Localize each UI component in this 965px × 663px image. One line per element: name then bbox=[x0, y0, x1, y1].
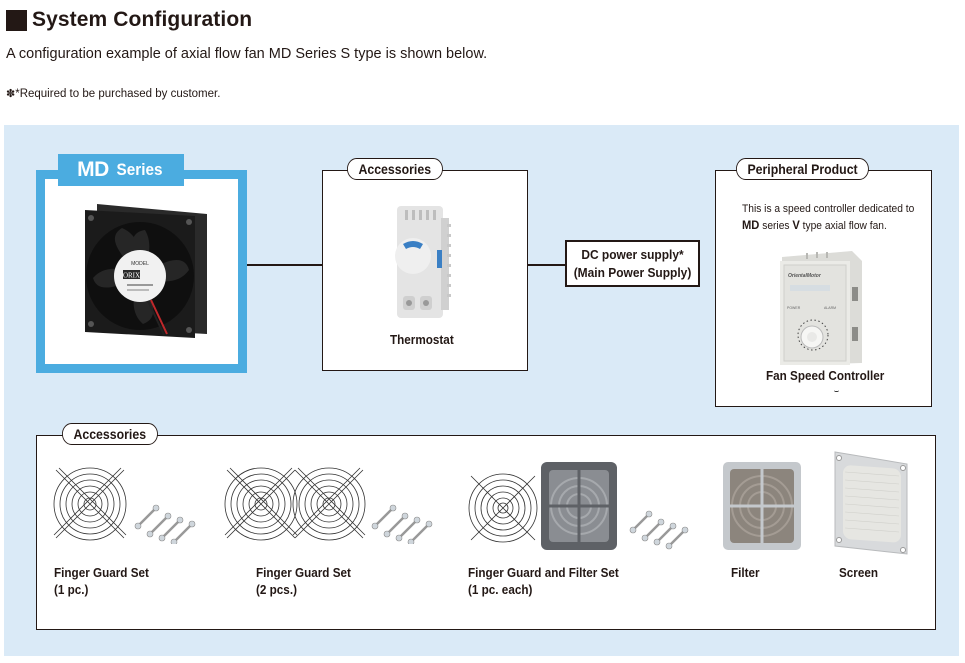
peripheral-desc-v: V bbox=[792, 218, 800, 232]
svg-text:ALARM: ALARM bbox=[824, 306, 836, 310]
system-diagram: MODEL ORIX MD Series bbox=[4, 125, 959, 656]
dc-power-supply-line2: (Main Power Supply) bbox=[573, 265, 692, 280]
screen-caption: Screen bbox=[839, 565, 879, 580]
screen-image bbox=[834, 451, 908, 555]
accessories-bottom-box: Finger Guard Set (1 pc.) Finger Guard Se… bbox=[36, 435, 936, 630]
filter-image bbox=[723, 462, 801, 550]
accessories-thermostat-box: Thermostat bbox=[322, 170, 528, 371]
title-square-icon bbox=[6, 9, 27, 31]
finger-guard-2-image bbox=[224, 467, 433, 544]
finger-guard-filter-set-image bbox=[468, 462, 689, 550]
connector-fan-thermostat bbox=[204, 264, 430, 266]
thermostat-image bbox=[395, 206, 451, 318]
svg-text:POWER: POWER bbox=[787, 306, 801, 310]
fan-speed-controller-caption: Fan Speed Controller bbox=[766, 368, 885, 383]
filter-caption: Filter bbox=[731, 565, 760, 580]
finger-guard-filter-set-caption: Finger Guard and Filter Set (1 pc. each) bbox=[468, 564, 619, 598]
page-title-text: System Configuration bbox=[32, 8, 253, 31]
peripheral-product-tag: Peripheral Product bbox=[736, 158, 870, 180]
svg-text:OrientalMotor: OrientalMotor bbox=[788, 273, 822, 279]
purchase-note-text: *Required to be purchased by customer. bbox=[15, 88, 221, 100]
finger-guard-1-qty: (1 pc.) bbox=[54, 582, 89, 597]
small-mark bbox=[834, 390, 839, 392]
dc-power-supply-line1: DC power supply* bbox=[581, 247, 684, 262]
finger-guard-1-name: Finger Guard Set bbox=[54, 565, 149, 580]
finger-guard-1-caption: Finger Guard Set (1 pc.) bbox=[54, 564, 149, 598]
fan-label-brand: ORIX bbox=[123, 272, 140, 280]
peripheral-desc-series: series bbox=[759, 220, 793, 232]
accessories-top-tag: Accessories bbox=[347, 158, 443, 180]
md-series-tag: MD Series bbox=[58, 154, 184, 186]
md-series-box: MODEL ORIX bbox=[36, 170, 247, 373]
md-series-tag-bold: MD bbox=[77, 158, 109, 181]
peripheral-product-box: This is a speed controller dedicated to … bbox=[715, 170, 932, 407]
fan-speed-controller-image: OrientalMotor POWER ALARM bbox=[780, 251, 862, 365]
finger-guard-1-image bbox=[53, 467, 196, 544]
intro-text: A configuration example of axial flow fa… bbox=[6, 46, 488, 62]
fan-label-model: MODEL bbox=[131, 261, 149, 267]
purchase-note: ✽*Required to be purchased by customer. bbox=[6, 87, 220, 100]
md-series-tag-rest: Series bbox=[116, 160, 163, 179]
finger-guard-2-qty: (2 pcs.) bbox=[256, 582, 297, 597]
thermostat-caption: Thermostat bbox=[390, 332, 454, 347]
peripheral-desc-tail: type axial flow fan. bbox=[799, 220, 887, 232]
dc-power-supply-box: DC power supply* (Main Power Supply) bbox=[565, 240, 700, 287]
accessories-bottom-tag: Accessories bbox=[62, 423, 158, 445]
finger-guard-2-name: Finger Guard Set bbox=[256, 565, 351, 580]
page-title: System Configuration bbox=[6, 6, 252, 34]
axial-fan-image: MODEL ORIX bbox=[85, 204, 207, 338]
finger-guard-filter-set-name: Finger Guard and Filter Set bbox=[468, 565, 619, 580]
peripheral-desc-md: MD bbox=[742, 218, 760, 232]
peripheral-desc-line1: This is a speed controller dedicated to bbox=[742, 203, 915, 215]
asterisk-icon: ✽ bbox=[6, 88, 16, 100]
finger-guard-filter-set-qty: (1 pc. each) bbox=[468, 582, 533, 597]
finger-guard-2-caption: Finger Guard Set (2 pcs.) bbox=[256, 564, 351, 598]
peripheral-description: This is a speed controller dedicated to … bbox=[742, 201, 919, 234]
